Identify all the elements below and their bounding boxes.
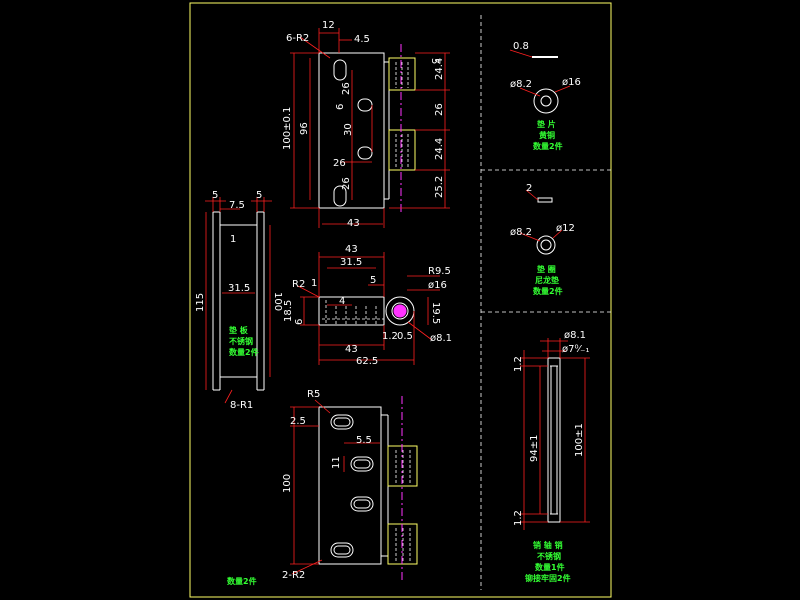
dim-31-5-side: 31.5: [228, 283, 250, 294]
dim-6-slot: 6: [335, 104, 346, 110]
dim-4-mid: 4: [339, 296, 345, 307]
washer1-view: [509, 49, 571, 114]
note-pin-assembly: 铆接牢固2件: [525, 573, 571, 583]
note-w2-qty: 数量2件: [533, 286, 563, 296]
dim-5-mid: 5: [370, 275, 376, 286]
note-side-name: 垫 板: [229, 325, 249, 335]
side-view: [205, 197, 272, 404]
dim-5-5: 5.5: [356, 435, 372, 446]
dim-r2-mid: R2: [292, 279, 305, 290]
dim-dia12-w2: ø12: [556, 223, 575, 234]
dim-4-5: 4.5: [354, 34, 370, 45]
note-side-material: 不锈钢: [229, 336, 253, 346]
dim-1-2-mid: 1.2: [382, 331, 398, 342]
note-w1-material: 黄铜: [539, 130, 555, 140]
dim-dia8-1-pin: ø8.1: [564, 330, 586, 341]
dim-26-lower: 26: [341, 177, 352, 190]
dim-5-left: 5: [212, 190, 218, 201]
dim-100-pin: 100±1: [574, 423, 585, 457]
dim-18-5: 18.5: [283, 300, 294, 322]
note-pin-material: 不锈钢: [537, 551, 561, 561]
dim-2-r2: 2-R2: [282, 570, 305, 581]
dim-26-mid: 26: [333, 158, 346, 169]
pin-view: [520, 338, 590, 530]
note-pin-qty: 数量1件: [535, 562, 565, 572]
dim-5-right: 5: [256, 190, 262, 201]
dim-43-mid-bottom: 43: [345, 344, 358, 355]
dim-5-top: 5: [429, 58, 440, 64]
top-view: [290, 28, 450, 228]
bottom-view: [290, 396, 418, 580]
dim-dia8-2-w1: ø8.2: [510, 79, 532, 90]
dim-8-r1: 8-R1: [230, 400, 253, 411]
dim-0-8: 0.8: [513, 41, 529, 52]
dim-1-side: 1: [230, 234, 236, 245]
dim-dia7-pin: ø7⁰⁄₋₁: [562, 344, 589, 355]
note-pin-name: 销 轴 销: [533, 540, 563, 550]
dim-dia16-w1: ø16: [562, 77, 581, 88]
dim-0-5-mid: 0.5: [397, 331, 413, 342]
dim-26-upper: 26: [341, 82, 352, 95]
dim-1-mid: 1: [311, 278, 317, 289]
dim-100-tol: 100±0.1: [282, 107, 293, 150]
dim-r5: R5: [307, 389, 320, 400]
dim-26-right: 26: [434, 103, 445, 116]
drawing-frame: [189, 2, 612, 598]
dim-100-bottom: 100: [282, 474, 293, 493]
dim-1-2-bottom-pin: 1.2: [513, 510, 524, 526]
dim-62-5: 62.5: [356, 356, 378, 367]
note-bottom-qty: 数量2件: [227, 576, 257, 586]
note-w1-qty: 数量2件: [533, 141, 563, 151]
dim-2-5: 2.5: [290, 416, 306, 427]
dim-7-5: 7.5: [229, 200, 245, 211]
note-side-qty: 数量2件: [229, 347, 259, 357]
dim-115: 115: [195, 293, 206, 312]
dim-dia16-mid: ø16: [428, 280, 447, 291]
dim-12: 12: [322, 20, 335, 31]
dim-43-top: 43: [347, 218, 360, 229]
dim-100-side: 100: [272, 292, 283, 311]
dim-1-2-top-pin: 1.2: [513, 356, 524, 372]
dim-19-5: 19.5: [430, 302, 441, 324]
mid-view: [297, 252, 440, 365]
dim-30: 30: [343, 123, 354, 136]
dim-dia8-1-mid: ø8.1: [430, 333, 452, 344]
note-w2-material: 尼龙垫: [535, 275, 559, 285]
dim-24-4-bottom: 24.4: [434, 138, 445, 160]
dim-r9-5: R9.5: [428, 266, 451, 277]
dim-96: 96: [299, 122, 310, 135]
dim-24-4-top: 24.4: [434, 58, 445, 80]
dim-6-mid: 6: [294, 319, 305, 325]
note-w2-name: 垫 圈: [537, 264, 556, 274]
dim-25-2: 25.2: [434, 176, 445, 198]
dim-11: 11: [331, 456, 342, 469]
dim-31-5-mid: 31.5: [340, 257, 362, 268]
dim-6-r2: 6-R2: [286, 33, 309, 44]
dim-43-mid-top: 43: [345, 244, 358, 255]
dim-2-w2: 2: [526, 183, 532, 194]
washer2-view: [519, 189, 563, 255]
dim-dia8-2-w2: ø8.2: [510, 227, 532, 238]
note-w1-name: 垫 片: [537, 119, 556, 129]
dim-94: 94±1: [529, 435, 540, 462]
